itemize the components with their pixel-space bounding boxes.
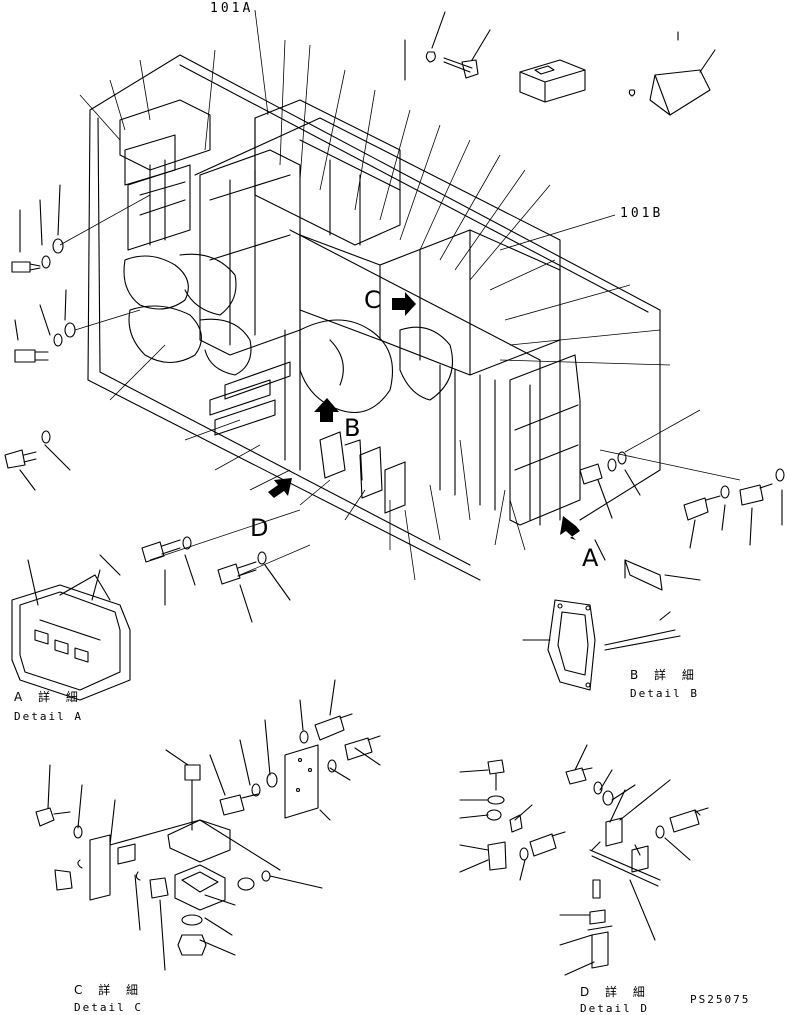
- view-label-d: D: [250, 514, 269, 542]
- leader-lines: [59, 9, 741, 581]
- wedge-part: [628, 31, 716, 116]
- view-arrow-c: [392, 292, 416, 316]
- view-arrow-d: [268, 478, 292, 498]
- detail-a-title-jp: A 詳 細: [14, 690, 84, 704]
- view-label-a: A: [582, 544, 599, 572]
- left-bolts: [4, 184, 76, 491]
- panel-enclosure: [87, 54, 661, 581]
- drawing-code: PS25075: [690, 993, 751, 1006]
- view-label-b: B: [344, 414, 361, 442]
- detail-a-title-en: Detail A: [14, 710, 83, 723]
- detail-a-drawing: [11, 559, 131, 701]
- part-ref-101a: 101A: [210, 1, 254, 16]
- part-ref-101b: 101B: [620, 206, 664, 221]
- connector-cover: [519, 59, 586, 103]
- detail-c-title-en: Detail C: [74, 1001, 143, 1014]
- detail-b-title-en: Detail B: [630, 687, 699, 700]
- detail-c-drawing: [35, 679, 381, 971]
- right-bolts: [579, 451, 785, 549]
- view-arrow-a: [560, 516, 580, 540]
- bottom-bolts: [99, 536, 291, 623]
- detail-d-title-en: Detail D: [580, 1002, 649, 1015]
- detail-d-drawing: [459, 744, 709, 976]
- detail-b-drawing: [522, 539, 701, 691]
- detail-c-title-jp: C 詳 細: [74, 983, 145, 997]
- view-label-c: C: [364, 286, 381, 314]
- bolt-top: [404, 11, 491, 81]
- detail-d-title-jp: D 詳 細: [580, 985, 651, 999]
- view-arrow-b: [314, 398, 339, 422]
- detail-b-title-jp: B 詳 細: [630, 668, 700, 682]
